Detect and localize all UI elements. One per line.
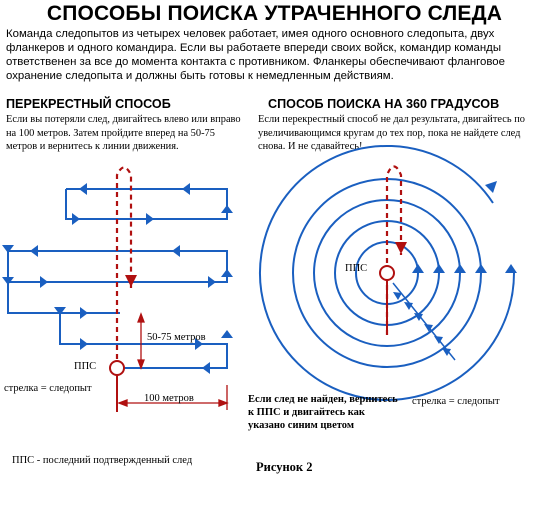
intro-text: Команда следопытов из четырех человек ра… (6, 28, 505, 82)
cross-method-heading: ПЕРЕКРЕСТНЫЙ СПОСОБ (6, 97, 171, 111)
tracker-arrows-right (393, 181, 517, 356)
legend-left: стрелка = следопыт (4, 383, 92, 394)
distance-vertical-label: 50-75 метров (147, 332, 206, 343)
pps-marker-right (379, 265, 395, 281)
distance-horizontal-label: 100 метров (144, 393, 194, 404)
cross-method-description: Если вы потеряли след, двигайтесь влево … (6, 114, 241, 152)
pps-label-left: ППС (74, 361, 97, 372)
dimension-horizontal (117, 385, 229, 410)
tracker-arrows (2, 183, 233, 374)
circle-method-heading: СПОСОБ ПОИСКА НА 360 ГРАДУСОВ (268, 97, 500, 111)
circle-method-diagram (259, 145, 517, 401)
pps-marker (109, 360, 125, 376)
cross-method-diagram (2, 166, 233, 412)
trail-line (115, 166, 137, 368)
pps-label-right: ППС (345, 263, 368, 274)
dimension-vertical (137, 312, 145, 370)
advice-text: Если след не найден, вернитесь к ППС и д… (248, 394, 398, 431)
figure-caption: Рисунок 2 (256, 460, 313, 474)
diagonal-path (392, 282, 456, 361)
pps-definition: ППС - последний подтвержденный след (12, 455, 193, 466)
trail-line-right (385, 165, 407, 335)
circle-method-description: Если перекрестный способ не дал результа… (258, 114, 525, 152)
page-title: СПОСОБЫ ПОИСКА УТРАЧЕННОГО СЛЕДА (46, 2, 503, 25)
legend-right: стрелка = следопыт (412, 396, 500, 407)
